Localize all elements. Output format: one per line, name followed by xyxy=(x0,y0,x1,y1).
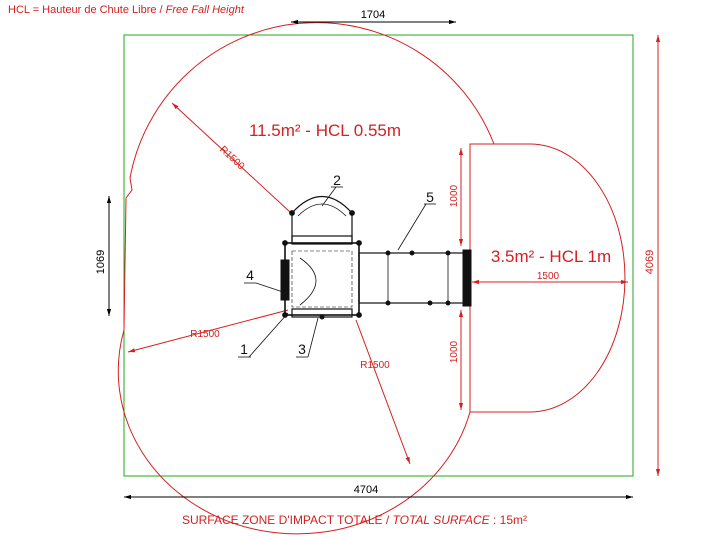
bolt xyxy=(282,240,288,246)
callout-leader-2 xyxy=(321,186,337,207)
radius-line-top xyxy=(171,102,291,213)
bolt xyxy=(445,300,451,306)
panel-left xyxy=(280,259,290,301)
zone-lower-label: 1000 xyxy=(449,340,460,363)
callout-1: 1 xyxy=(240,341,248,357)
dome-roof xyxy=(291,196,353,214)
bolt xyxy=(356,312,362,318)
left-height-label: 1069 xyxy=(95,250,107,274)
footer-french: SURFACE ZONE D'IMPACT TOTALE / xyxy=(181,513,393,527)
bolt xyxy=(427,300,433,306)
callout-4: 4 xyxy=(246,267,254,283)
zone-upper-label: 1000 xyxy=(449,184,460,207)
main-zone-label: 11.5m² - HCL 0.55m xyxy=(249,121,401,140)
zone-width-label: 1500 xyxy=(537,271,560,282)
panel-roof-front xyxy=(291,235,353,245)
bolt xyxy=(385,250,391,256)
radius-line-bottom xyxy=(355,319,411,465)
bolt xyxy=(282,312,288,318)
bolt xyxy=(349,210,355,216)
bolt xyxy=(289,210,295,216)
callout-leader-3 xyxy=(307,317,319,358)
bolt xyxy=(356,240,362,246)
radius-label-left: R1500 xyxy=(190,329,220,340)
callout-2: 2 xyxy=(333,172,341,188)
callout-3: 3 xyxy=(298,341,306,357)
bolt xyxy=(319,314,325,320)
boundary-rectangle xyxy=(123,34,634,477)
callout-5: 5 xyxy=(426,189,434,205)
legend-english: Free Fall Height xyxy=(165,4,244,16)
footer-english: TOTAL SURFACE xyxy=(392,513,490,527)
deck-platform xyxy=(284,242,360,316)
radius-line-left xyxy=(127,309,289,353)
bolt xyxy=(385,300,391,306)
callout-leader-1 xyxy=(248,312,289,358)
bolt xyxy=(445,250,451,256)
slide-exit xyxy=(462,249,472,307)
dome-roof-inner xyxy=(297,203,347,217)
footer-value: : 15m² xyxy=(489,513,528,527)
slide-chute xyxy=(387,252,449,304)
radius-label-bottom: R1500 xyxy=(360,360,390,371)
legend-french: HCL = Hauteur de Chute Libre / xyxy=(8,4,166,16)
right-height-label: 4069 xyxy=(644,250,656,274)
main-impact-zone-outline xyxy=(117,22,495,535)
callout-leaders xyxy=(238,186,436,358)
play-equipment xyxy=(280,196,472,320)
total-width-label: 4704 xyxy=(354,484,378,496)
deck-inner xyxy=(291,250,353,308)
slide-zone-label: 3.5m² - HCL 1m xyxy=(491,247,611,266)
legend: HCL = Hauteur de Chute Libre / Free Fall… xyxy=(8,4,244,16)
slide-bed xyxy=(358,252,466,304)
bolt xyxy=(409,250,415,256)
total-surface-caption: SURFACE ZONE D'IMPACT TOTALE / TOTAL SUR… xyxy=(0,513,709,527)
callout-leader-5 xyxy=(397,203,427,251)
top-width-label: 1704 xyxy=(361,9,385,21)
callout-leader-4 xyxy=(255,282,284,293)
tunnel-arc xyxy=(299,257,317,306)
radius-label-top: R1500 xyxy=(217,144,246,172)
